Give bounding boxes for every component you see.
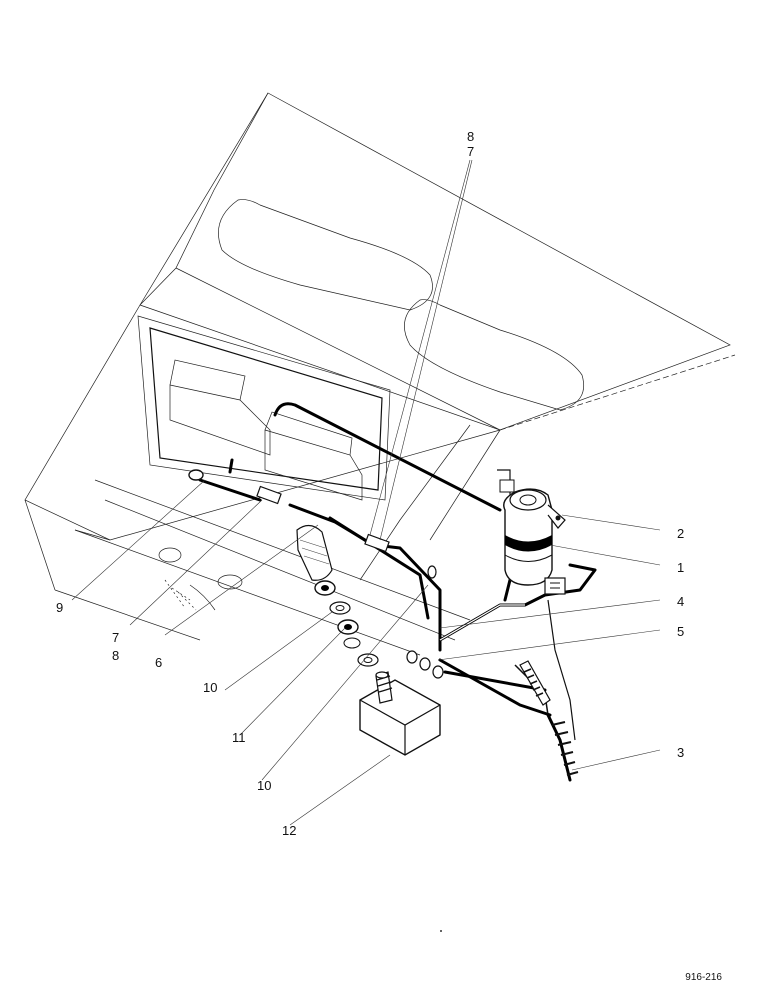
callout-3: 3 (677, 745, 684, 760)
callout-12: 12 (282, 823, 296, 838)
callout-10-lower: 10 (257, 778, 271, 793)
dashboard-housing (24, 92, 736, 656)
inline-connector (188, 469, 444, 679)
callout-6: 6 (155, 655, 162, 670)
wire-bundle (514, 599, 579, 782)
figure-reference: 916-216 (685, 972, 722, 983)
switch-body (359, 671, 441, 756)
callout-9: 9 (56, 600, 63, 615)
stray-dot (440, 930, 442, 932)
callout-1: 1 (677, 560, 684, 575)
callout-10-upper: 10 (203, 680, 217, 695)
callout-5: 5 (677, 624, 684, 639)
knob-and-washers (296, 524, 379, 667)
callout-labels: 8 7 2 1 4 5 3 9 7 8 6 10 11 10 12 (56, 129, 684, 838)
leader-lines (71, 159, 661, 826)
callout-8-left: 8 (112, 648, 119, 663)
relay-unit (497, 469, 566, 595)
callout-8-top: 8 (467, 129, 474, 144)
callout-11: 11 (232, 730, 246, 745)
wiring-harness (198, 402, 597, 717)
callout-7-left: 7 (112, 630, 119, 645)
callout-7-top: 7 (467, 144, 474, 159)
callout-4: 4 (677, 594, 684, 609)
callout-2: 2 (677, 526, 684, 541)
